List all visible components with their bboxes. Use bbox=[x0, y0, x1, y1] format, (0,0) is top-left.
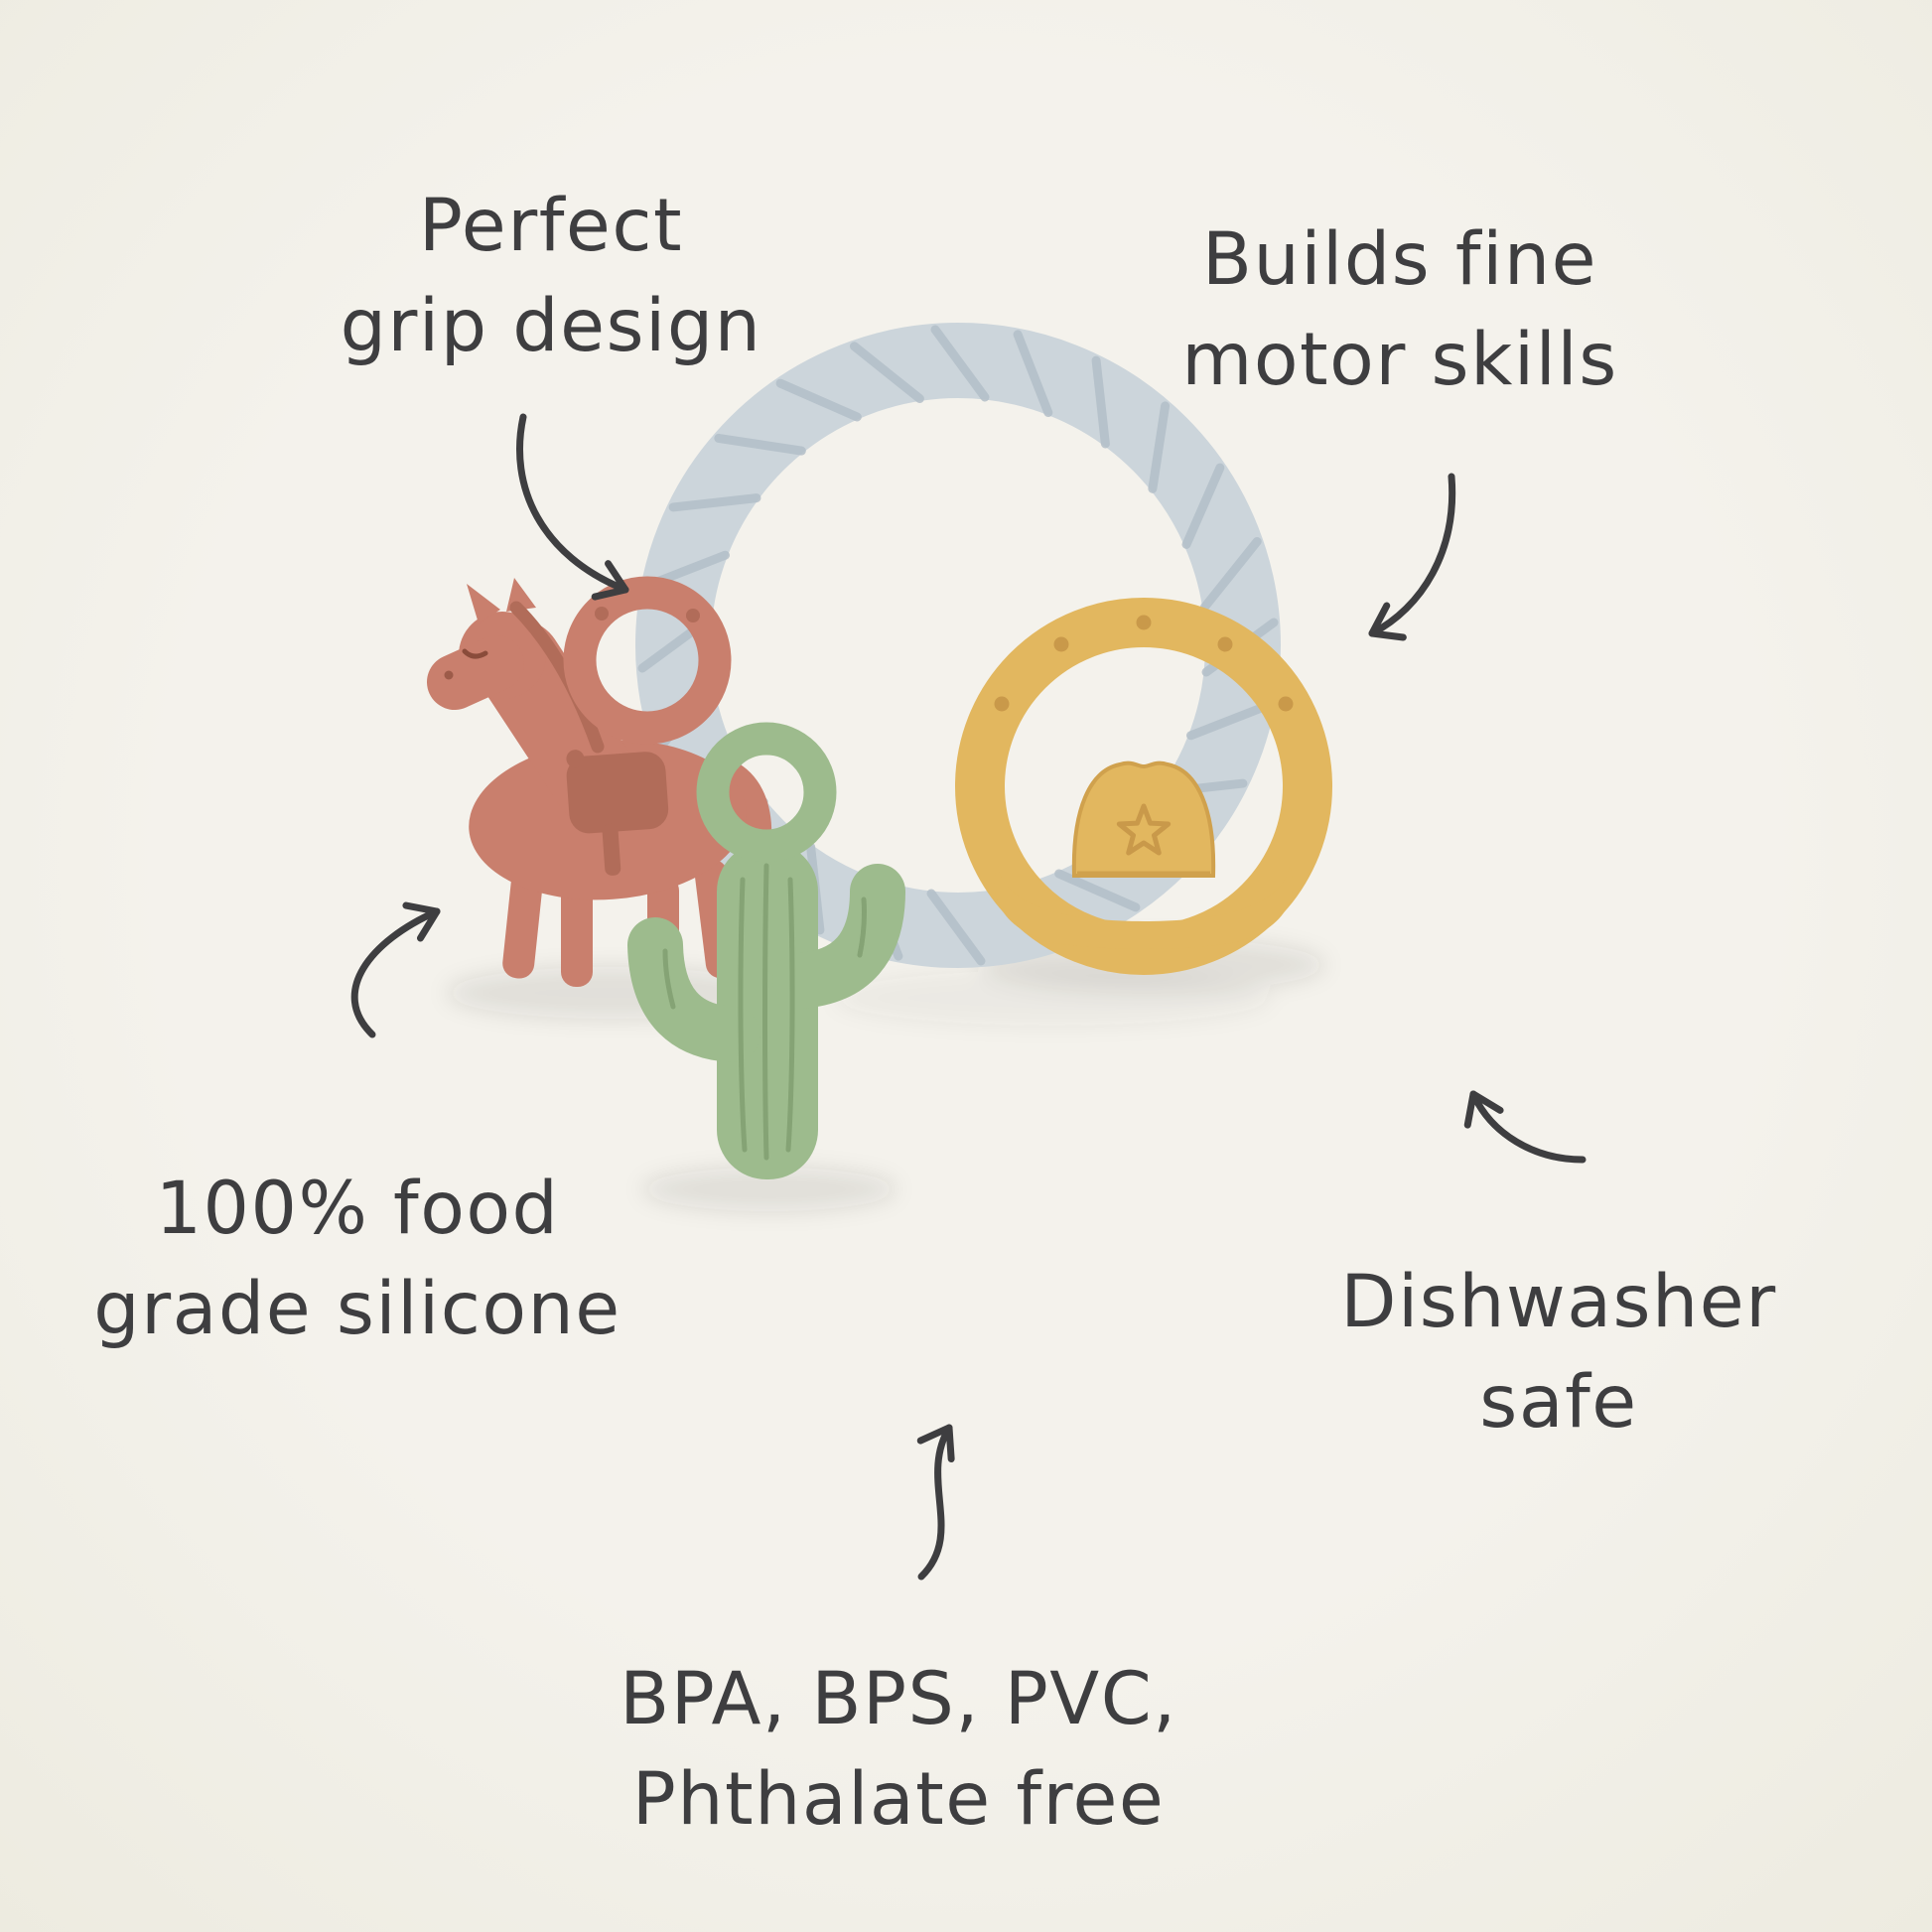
annotation-arrows bbox=[350, 413, 1587, 1581]
horse-ear bbox=[467, 584, 500, 623]
cowboy-hat-teether bbox=[955, 598, 1332, 975]
annotation-line: Builds fine bbox=[1201, 217, 1598, 302]
annotation-line: BPA, BPS, PVC, bbox=[620, 1657, 1177, 1741]
annotation-perfect-grip: Perfect grip design bbox=[253, 177, 849, 376]
annotation-bpa-free: BPA, BPS, PVC, Phthalate free bbox=[496, 1650, 1301, 1850]
annotation-dishwasher-safe: Dishwasher safe bbox=[1256, 1253, 1862, 1452]
sheriff-star-icon bbox=[1116, 803, 1172, 856]
cactus-arm-left bbox=[627, 917, 760, 1062]
hat-brim bbox=[994, 866, 1294, 949]
perfect-grip-arrow-icon bbox=[516, 413, 629, 601]
motor-skills-arrow-icon bbox=[1368, 473, 1456, 641]
annotation-line: safe bbox=[1479, 1359, 1638, 1445]
horse-mane bbox=[509, 601, 605, 754]
horse-muzzle bbox=[427, 635, 524, 710]
annotation-line: Dishwasher bbox=[1340, 1260, 1777, 1344]
annotation-line: 100% food bbox=[155, 1167, 560, 1251]
horse-hanging-loop bbox=[563, 576, 732, 745]
bpa-free-arrow-icon bbox=[916, 1424, 955, 1581]
annotation-line: grade silicone bbox=[93, 1266, 621, 1351]
horse-eye bbox=[462, 648, 488, 659]
annotation-line: Perfect bbox=[418, 184, 684, 268]
cactus-teether bbox=[627, 722, 905, 1179]
dishwasher-arrow-icon bbox=[1463, 1090, 1587, 1164]
horse-saddle bbox=[566, 750, 669, 876]
sensory-bump bbox=[595, 607, 609, 621]
food-grade-arrow-icon bbox=[350, 901, 441, 1038]
hat-crown bbox=[1071, 760, 1216, 878]
annotation-line: Phthalate free bbox=[631, 1756, 1166, 1842]
horse-nostril bbox=[444, 670, 454, 680]
cactus-hanging-loop bbox=[696, 722, 837, 863]
annotation-line: motor skills bbox=[1181, 317, 1618, 402]
shadows bbox=[447, 938, 1325, 1211]
cactus-ridges bbox=[662, 863, 867, 1161]
hoop-dots bbox=[994, 615, 1294, 712]
annotation-food-grade-silicone: 100% food grade silicone bbox=[55, 1160, 660, 1359]
sensory-bump bbox=[686, 609, 700, 622]
annotation-motor-skills: Builds fine motor skills bbox=[1072, 210, 1727, 410]
annotation-line: grip design bbox=[340, 283, 762, 368]
